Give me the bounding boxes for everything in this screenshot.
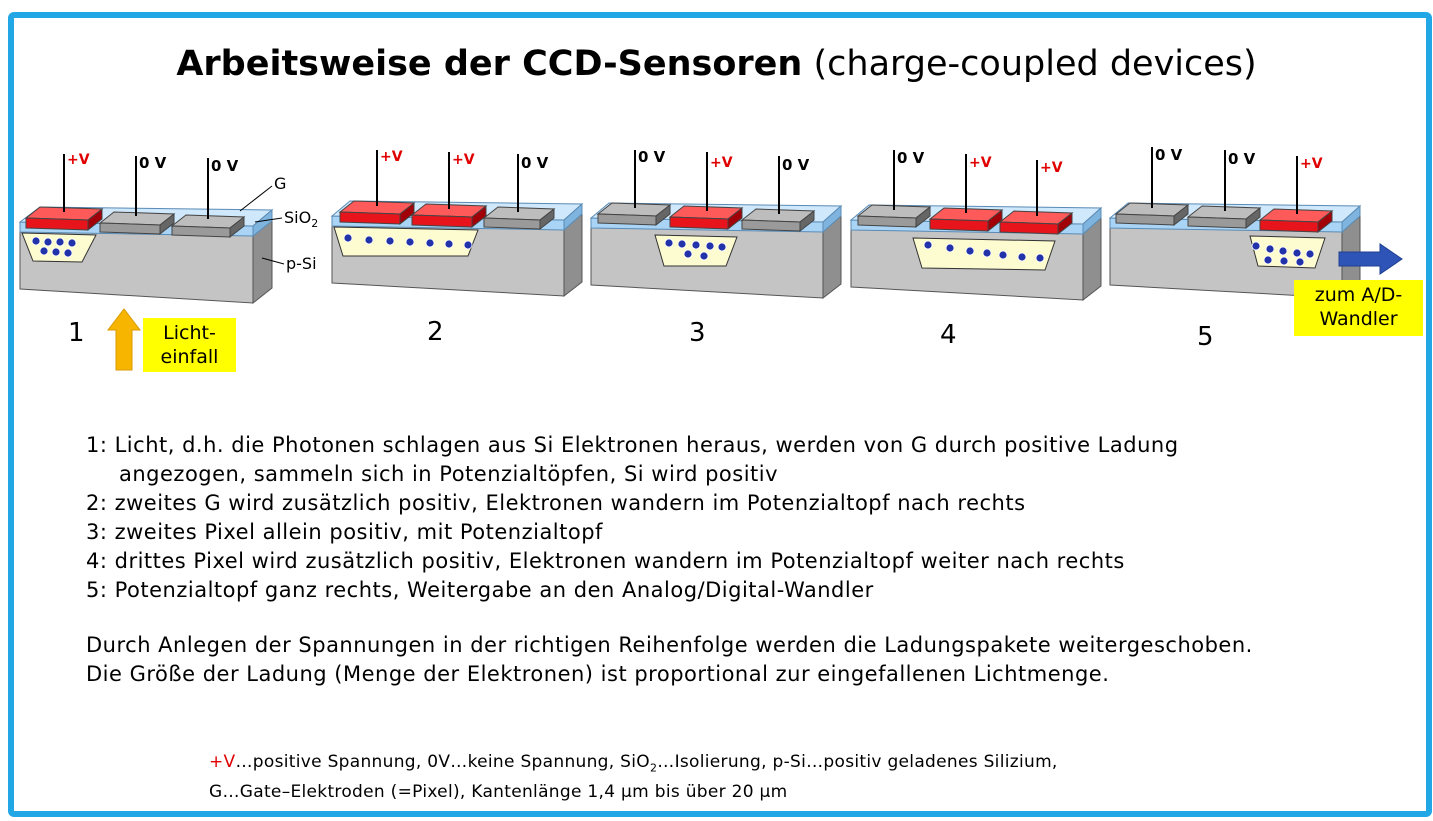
legend-line-2: G…Gate–Elektroden (=Pixel), Kantenlänge … bbox=[209, 782, 788, 803]
step5-gate3-label: +V bbox=[1300, 156, 1323, 172]
desc-line-4: 4: drittes Pixel wird zusätzlich positiv… bbox=[86, 549, 1125, 573]
step4-gate1-label: 0 V bbox=[897, 149, 925, 167]
step2-gate1-label: +V bbox=[380, 149, 403, 165]
legend-part2: …Isolierung, p-Si…positiv geladenes Sili… bbox=[657, 752, 1058, 772]
step1-gate1-label: +V bbox=[67, 152, 90, 168]
light-box-line2: einfall bbox=[160, 346, 219, 368]
step2-gate2-label: +V bbox=[452, 152, 475, 168]
step-number-3: 3 bbox=[689, 318, 706, 348]
summary-line-2: Die Größe der Ladung (Menge der Elektron… bbox=[86, 662, 1110, 686]
ccd-block-1: +V 0 V 0 V G SiO2 p-Si bbox=[18, 152, 318, 305]
legend-line-1: +V…positive Spannung, 0V…keine Spannung,… bbox=[209, 750, 1058, 780]
summary-line-1: Durch Anlegen der Spannungen in der rich… bbox=[86, 633, 1253, 657]
psi-annotation: p-Si bbox=[286, 254, 317, 273]
title-subtitle: (charge-coupled devices) bbox=[813, 44, 1257, 84]
ccd-block-4: 0 V +V +V bbox=[849, 149, 1103, 302]
desc-line-2: 2: zweites G wird zusätzlich positiv, El… bbox=[86, 491, 1026, 515]
step-descriptions: 1: Licht, d.h. die Photonen schlagen aus… bbox=[86, 431, 1179, 605]
light-incidence-box: Licht- einfall bbox=[143, 318, 236, 372]
desc-line-3: 3: zweites Pixel allein positiv, mit Pot… bbox=[86, 520, 603, 544]
step4-gate2-label: +V bbox=[969, 155, 992, 171]
desc-line-1b: angezogen, sammeln sich in Potenzialtöpf… bbox=[119, 462, 779, 486]
step2-gate3-label: 0 V bbox=[521, 154, 549, 172]
desc-line-5: 5: Potenzialtopf ganz rechts, Weitergabe… bbox=[86, 578, 874, 602]
step1-gate2-label: 0 V bbox=[139, 154, 167, 172]
step-number-4: 4 bbox=[940, 320, 957, 350]
legend-plus-v: +V bbox=[209, 752, 236, 772]
light-arrow-icon bbox=[106, 308, 142, 371]
sio2-annotation: SiO2 bbox=[284, 208, 318, 230]
legend-footnote: +V…positive Spannung, 0V…keine Spannung,… bbox=[209, 750, 1058, 804]
light-box-line1: Licht- bbox=[163, 322, 216, 344]
step5-gate1-label: 0 V bbox=[1155, 146, 1183, 164]
ccd-block-2: +V +V 0 V bbox=[330, 149, 584, 298]
step-number-1: 1 bbox=[68, 318, 85, 348]
slide-frame bbox=[8, 12, 1432, 817]
step4-gate3-label: +V bbox=[1040, 160, 1063, 176]
step3-gate1-label: 0 V bbox=[638, 148, 666, 166]
gate-1-3 bbox=[170, 214, 246, 239]
step-number-5: 5 bbox=[1197, 322, 1214, 352]
gate-1-2 bbox=[98, 211, 176, 236]
step-number-2: 2 bbox=[427, 317, 444, 347]
page-title: Arbeitsweise der CCD-Sensoren (charge-co… bbox=[0, 44, 1433, 84]
step1-gate3-label: 0 V bbox=[211, 157, 239, 175]
summary-paragraph: Durch Anlegen der Spannungen in der rich… bbox=[86, 631, 1253, 689]
output-arrow-icon bbox=[1338, 243, 1403, 275]
ad-box-line2: Wandler bbox=[1319, 308, 1398, 330]
step3-gate2-label: +V bbox=[710, 155, 733, 171]
ad-box-line1: zum A/D- bbox=[1314, 284, 1403, 306]
legend-part1: …positive Spannung, 0V…keine Spannung, S… bbox=[235, 752, 650, 772]
gate-annotation: G bbox=[274, 174, 286, 193]
ccd-block-5: 0 V 0 V +V bbox=[1108, 146, 1362, 300]
desc-line-1: 1: Licht, d.h. die Photonen schlagen aus… bbox=[86, 433, 1179, 457]
step3-gate3-label: 0 V bbox=[782, 156, 810, 174]
step5-gate2-label: 0 V bbox=[1228, 150, 1256, 168]
gate-1-1 bbox=[24, 206, 104, 232]
title-bold: Arbeitsweise der CCD-Sensoren bbox=[176, 44, 803, 84]
legend-sub2: 2 bbox=[649, 761, 658, 775]
ad-converter-box: zum A/D- Wandler bbox=[1294, 280, 1423, 336]
ccd-block-3: 0 V +V 0 V bbox=[589, 148, 843, 300]
